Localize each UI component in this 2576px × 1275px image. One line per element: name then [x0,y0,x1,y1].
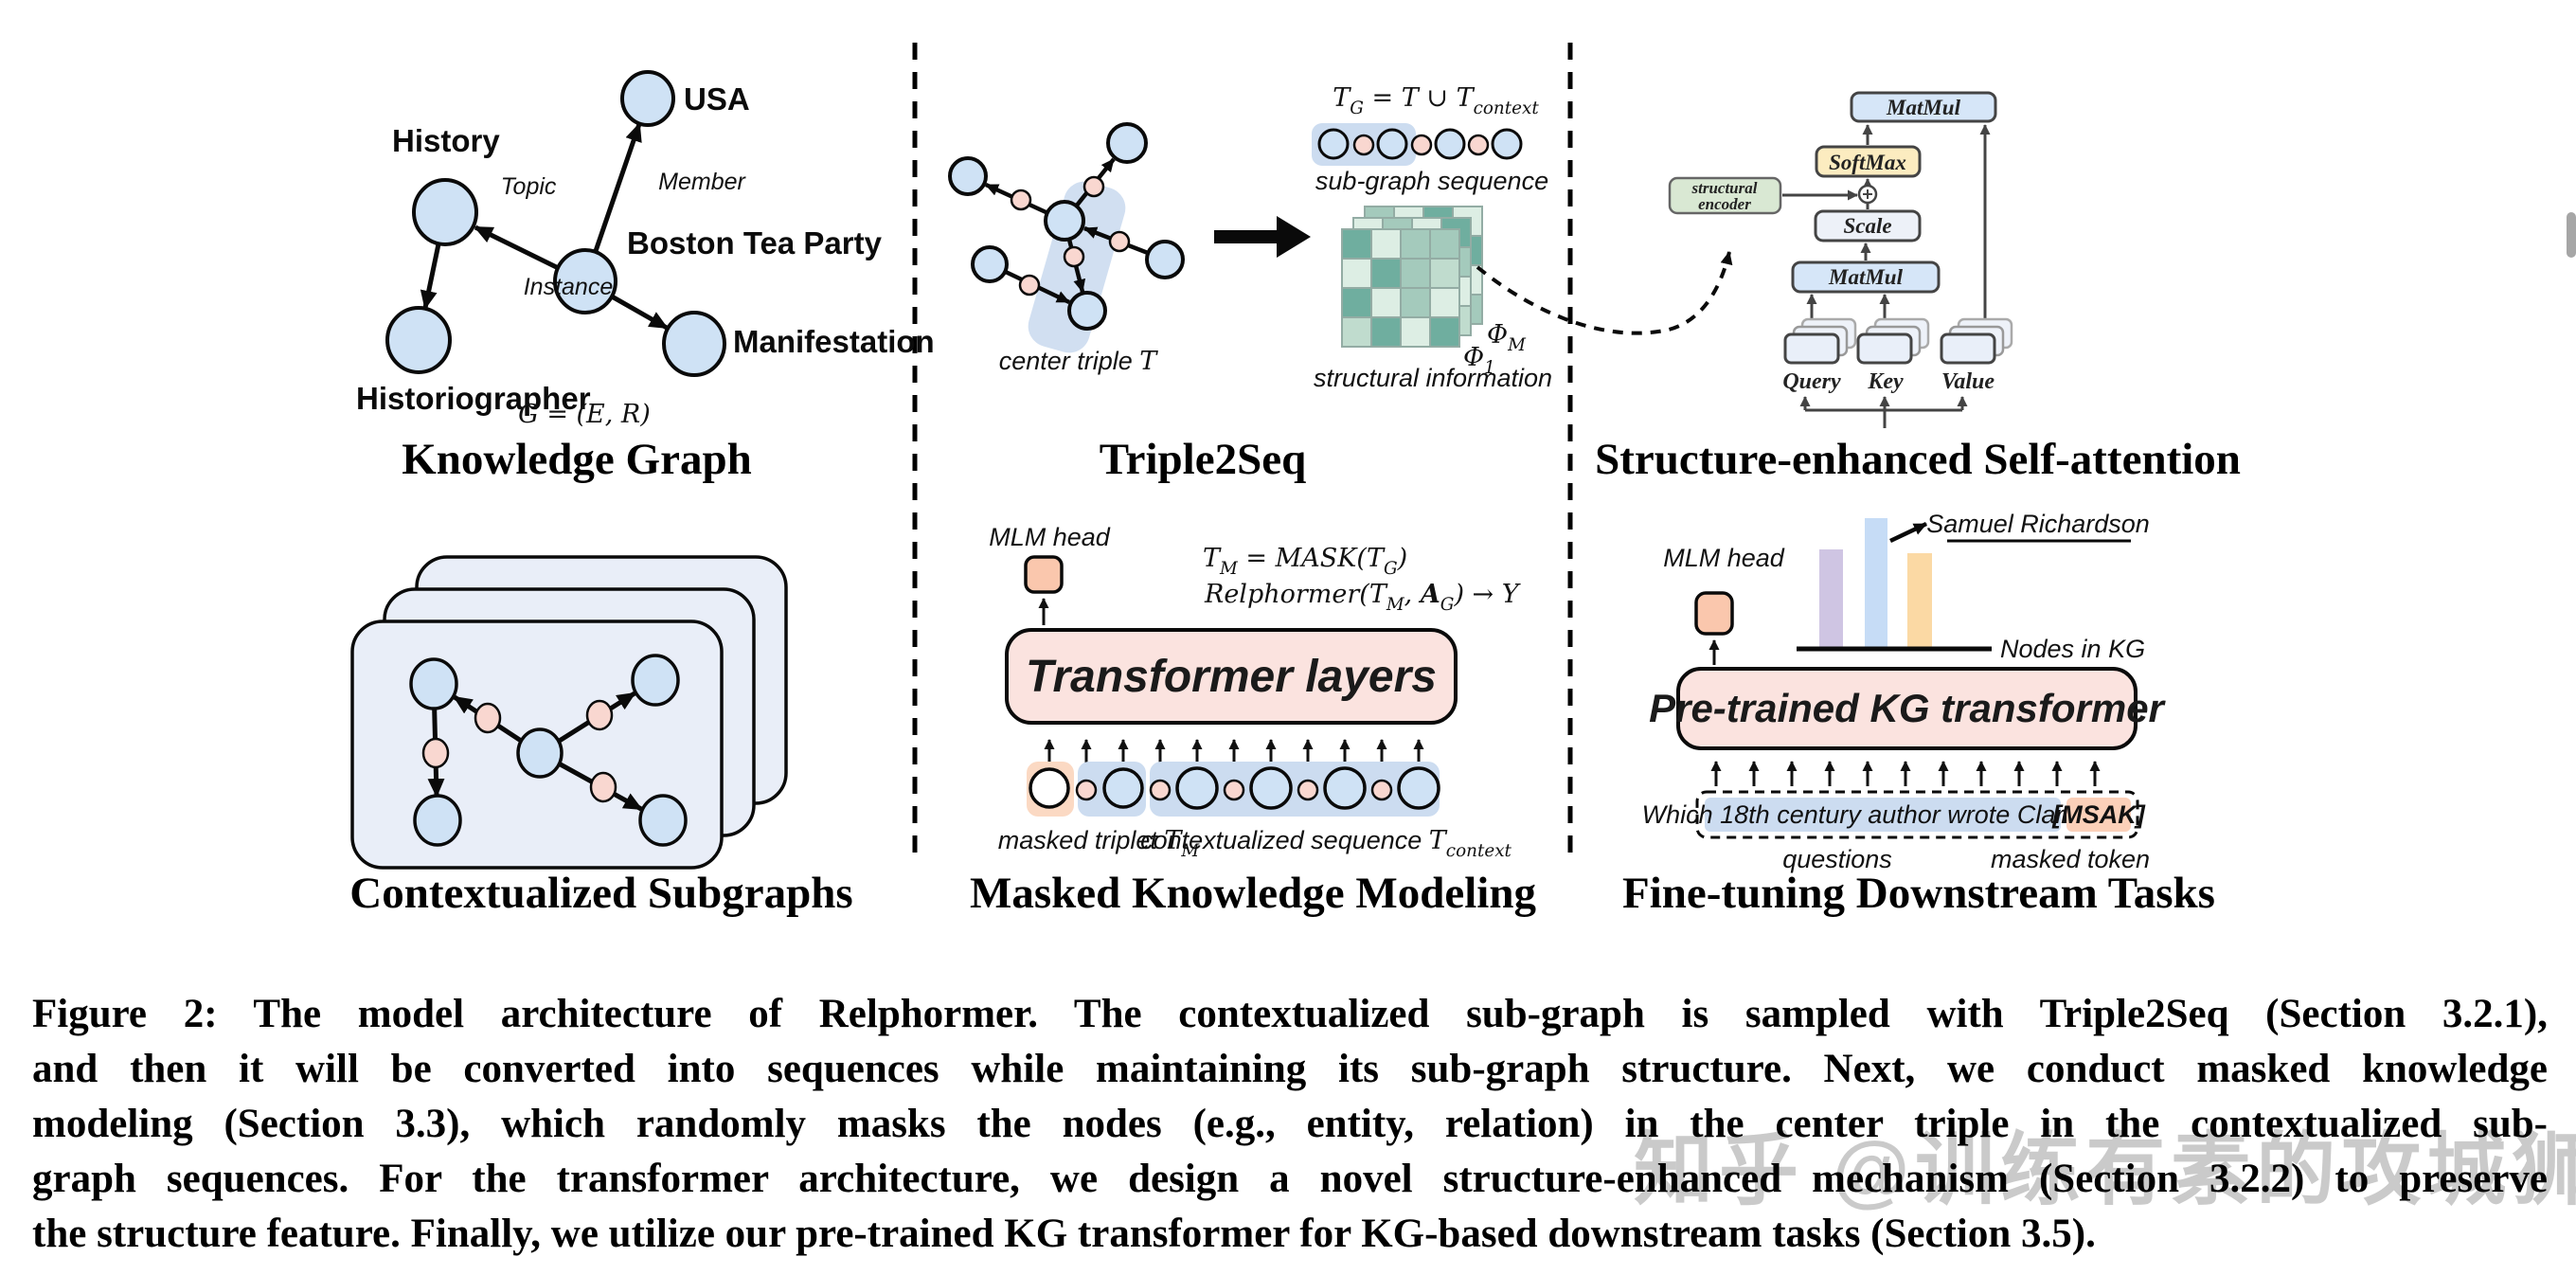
nodes-in-kg-label: Nodes in KG [2000,635,2145,663]
kg-label-boston: Boston Tea Party [627,225,883,260]
softmax-box [1815,145,1922,178]
question-text: Which 18th century author wrote Clarissa… [1642,800,2124,829]
center-triple-label: center triple T [999,347,1159,376]
kg-node-usa [620,70,675,127]
triple2seq-panel: center triple T TG = T ∪ Tcontext sub-gr… [948,83,1733,484]
triple2seq-entity-nodes [948,122,1185,331]
phi-1-label: Φ1 [1463,343,1495,378]
kg-edge-topic: Topic [501,173,557,200]
transform-arrow [1214,216,1311,258]
figure-caption: Figure 2: The model architecture of Relp… [32,987,2548,1262]
kg-node-history [412,178,478,246]
kg-label-usa: USA [684,81,750,117]
masked-token-label: masked token [1991,845,2150,873]
mask-formula: TM = MASK(TG) [1203,544,1407,579]
contextualized-title: Contextualized Subgraphs [349,869,852,918]
mlm-head-label-right: MLM head [1663,544,1785,572]
matmul-bottom-label: MatMul [1828,265,1904,289]
scrollbar-thumb[interactable] [2567,212,2576,258]
matmul-top-label: MatMul [1886,96,1961,119]
tg-formula: TG = T ∪ Tcontext [1333,83,1539,118]
kg-label-historiographer: Historiographer [356,381,591,416]
structural-info-connector [1476,251,1733,335]
kg-formula: G = (E, R) [518,400,651,429]
key-label: Key [1867,369,1904,394]
subgraph-entity-nodes [409,654,688,847]
subgraph-sequence-tokens [1317,128,1523,160]
relphormer-formula: Relphormer(TM, AG) → Y [1204,580,1521,615]
caption-line: and then it will be converted into seque… [32,1047,2548,1091]
mlm-head-label-mid: MLM head [989,523,1111,551]
fine-tuning-title: Fine-tuning Downstream Tasks [1622,869,2215,918]
answer-arrow [1889,521,1927,544]
qkv-input-bracket [1799,396,1968,428]
pretrained-kg-box [1676,667,2138,750]
scale-box [1814,209,1922,242]
query-stack [1783,317,1857,365]
kg-label-history: History [392,123,500,158]
contextualized-subgraphs-panel: Contextualized Subgraphs [349,555,853,918]
bar-orange [1907,553,1932,648]
structural-encoder-line1: structural [1691,179,1758,197]
sub-graph-sequence-label: sub-graph sequence [1315,167,1548,195]
contextualized-sequence-label: contextualized sequence Tcontext [1140,826,1512,861]
matmul-top-box [1850,91,1997,123]
mlm-head-box-mid [1024,555,1064,594]
questions-label: questions [1782,845,1892,873]
query-label: Query [1782,369,1841,394]
caption-line: the structure feature. Finally, we utili… [32,1212,2096,1256]
kg-node-boston [553,248,617,314]
kg-node-historiographer [385,306,452,374]
zhihu-watermark: 知乎 @训练有素的攻城狮 [1634,1125,2576,1214]
triple2seq-relation-nodes [1010,175,1131,296]
bar-purple [1819,549,1843,648]
kg-title: Knowledge Graph [402,435,752,484]
softmax-label: SoftMax [1829,151,1906,174]
input-dashed-frame [1695,790,2139,839]
caption-line: Figure 2: The model architecture of Relp… [32,992,2548,1036]
triple2seq-title: Triple2Seq [1100,435,1306,484]
transformer-layers-label: Transformer layers [1026,652,1437,702]
pretrained-kg-label: Pre-trained KG transformer [1649,686,2166,730]
transformer-layers-box [1005,628,1458,725]
attention-panel: Query Key Value MatMul SoftMax structura… [1595,91,2241,484]
caption-line: graph sequences. For the transformer arc… [32,1157,2548,1201]
fine-tuning-panel: MLM head Nodes in KG Samuel Richardson P… [1622,510,2215,918]
value-label: Value [1941,369,1995,394]
phi-m-label: ΦM [1487,320,1527,355]
key-stack [1856,317,1930,365]
masked-modeling-panel: MLM head TM = MASK(TG) Relphormer(TM, AG… [970,523,1536,918]
scale-label: Scale [1843,214,1891,238]
structural-encoder-box [1668,176,1782,215]
mask-token-text: [MSAK] [2051,800,2145,829]
kg-node-manifestation [662,311,726,377]
heatmap-layer-front [1341,228,1460,348]
plus-icon [1863,189,1872,199]
context-token-bg [1150,762,1440,817]
mask-token-box [2066,798,2131,832]
prediction-bars [1797,518,1992,652]
masked-triplet-label: masked triplet TM [998,826,1201,861]
knowledge-graph-panel: USA History Boston Tea Party Historiogra… [356,70,935,484]
question-box [1705,798,2061,832]
bar-blue [1865,518,1887,648]
token-arrows-right [1710,761,2101,786]
subgraph-relation-nodes [421,699,617,803]
mlm-head-box-right [1694,591,1734,636]
answer-label: Samuel Richardson [1926,510,2150,538]
structural-information-label: structural information [1314,364,1552,392]
token-circles-mid [1029,766,1440,810]
structural-encoder-line2: encoder [1698,195,1751,213]
token-arrows-mid [1044,739,1424,763]
matmul-bottom-box [1791,260,1941,294]
attention-title: Structure-enhanced Self-attention [1595,435,2241,484]
kg-edge-instance: Instance [524,274,614,300]
masked-modeling-title: Masked Knowledge Modeling [970,869,1536,918]
caption-line: modeling (Section 3.3), which randomly m… [32,1102,2548,1146]
value-stack [1940,317,2013,365]
kg-edge-member: Member [658,169,746,195]
kg-label-manifestation: Manifestation [733,324,935,359]
